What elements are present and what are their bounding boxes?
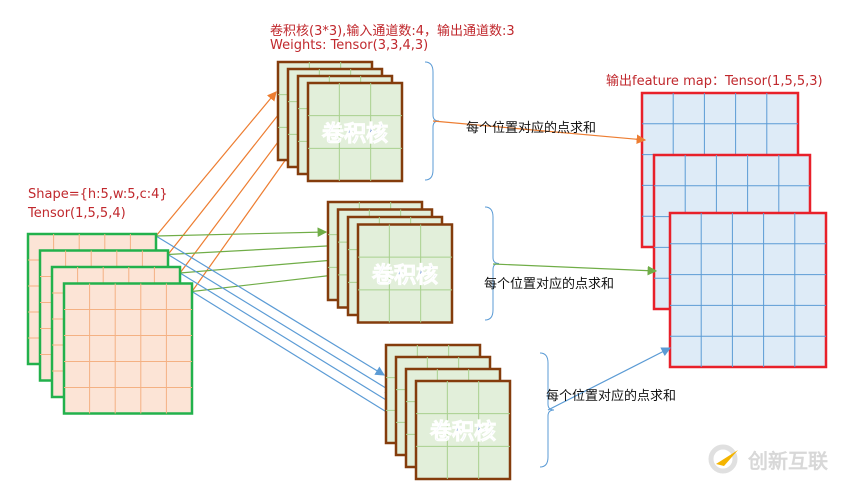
kernel-2-label: 卷积核 [371,263,438,289]
arrow-green [492,263,658,276]
arrow-blue [547,347,672,411]
sum-label-3: 每个位置对应的点求和 [546,389,677,404]
output-channel-3 [668,211,828,369]
input-caption-line1: Shape={h:5,w:5,c:4} [28,187,168,202]
output-caption: 输出feature map：Tensor(1,5,5,3) [606,74,823,89]
arrow-blue [167,253,396,394]
input-channel-4 [62,282,194,415]
input-caption-line2: Tensor(1,5,5,4) [28,206,126,221]
arrow-green [155,227,328,237]
kernel-caption-line2: Weights: Tensor(3,3,4,3) [270,38,429,53]
arrow-blue [179,272,406,412]
curly-brace [484,206,500,321]
arrow-orange [155,91,277,237]
arrow-orange [179,117,297,274]
arrow-green [167,241,338,256]
kernel-3-channel-4 [414,379,512,481]
kernel-2-channel-4 [356,223,454,324]
kernel-1-label: 卷积核 [321,121,388,147]
watermark-text: 创新互联 [748,448,828,473]
kernel-1-channel-4 [306,81,404,183]
arrow-blue [155,235,386,376]
kernel-3-label: 卷积核 [429,419,496,445]
arrow-orange [432,120,647,145]
watermark-logo: 创新互联 [708,444,828,474]
kernel-caption-line1: 卷积核(3*3),输入通道数:4，输出通道数:3 [270,24,515,39]
arrow-blue [191,290,416,430]
sum-label-1: 每个位置对应的点求和 [466,121,597,136]
logo-icon [708,444,738,474]
sum-label-2: 每个位置对应的点求和 [484,277,615,292]
arrow-green [179,254,348,274]
curly-brace [539,352,555,468]
arrow-orange [167,104,287,255]
